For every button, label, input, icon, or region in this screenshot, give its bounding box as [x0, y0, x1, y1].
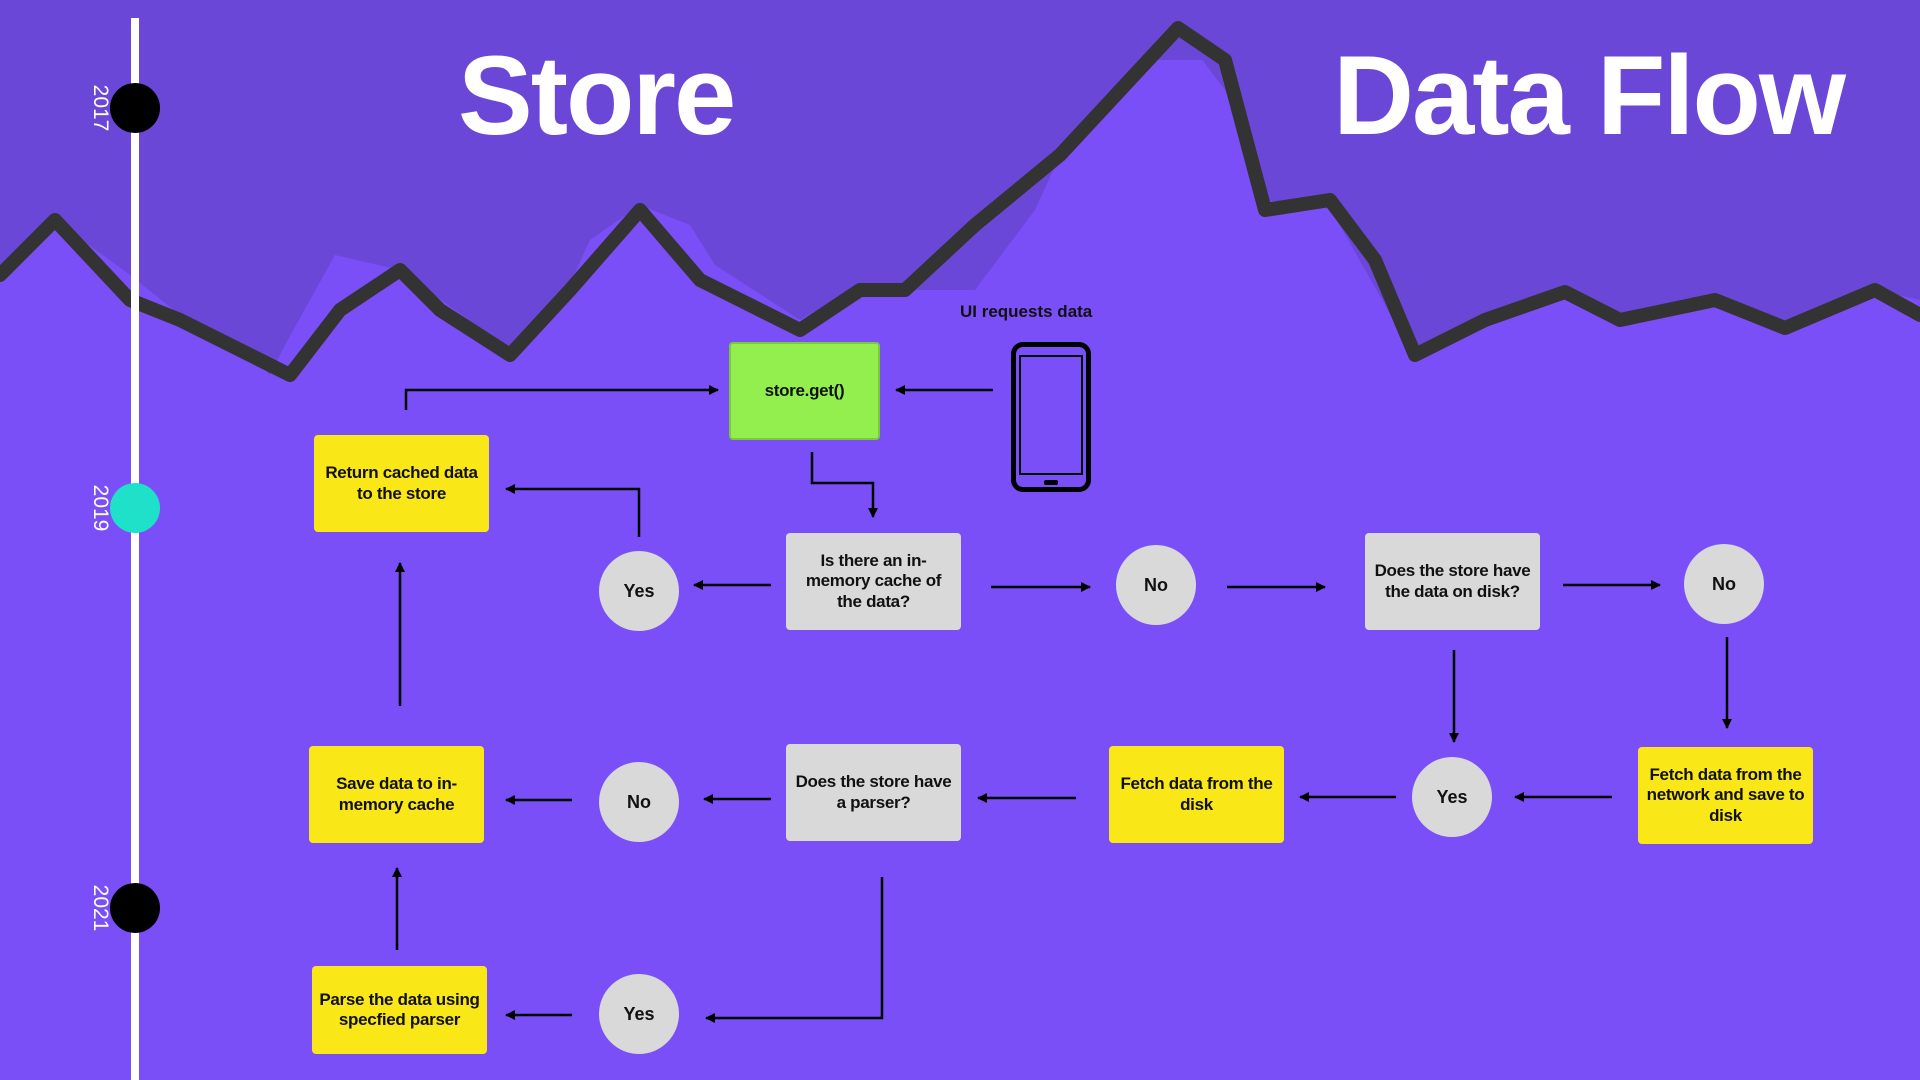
timeline-dot-2021 — [110, 883, 160, 933]
timeline-year-2017: 2017 — [89, 84, 112, 132]
fetch-disk-node: Fetch data from the disk — [1109, 746, 1284, 843]
no-disk-circle: No — [1684, 544, 1764, 624]
timeline-year-2019: 2019 — [89, 484, 112, 532]
return-cached-node: Return cached data to the store — [314, 435, 489, 532]
timeline-year-2021: 2021 — [89, 884, 112, 932]
title-data-flow: Data Flow — [1333, 33, 1846, 158]
fetch-network-node: Fetch data from the network and save to … — [1638, 747, 1813, 844]
mountain-fill — [0, 0, 1920, 375]
timeline-dot-2019 — [110, 483, 160, 533]
timeline-dot-2017 — [110, 83, 160, 133]
yes-disk-circle: Yes — [1412, 757, 1492, 837]
mountain-ridge-line — [0, 21, 1920, 382]
yes-cache-circle: Yes — [599, 551, 679, 631]
title-store: Store — [458, 33, 736, 158]
phone-icon — [1011, 342, 1091, 492]
timeline-line — [131, 18, 139, 1080]
no-cache-circle: No — [1116, 545, 1196, 625]
phone-screen — [1019, 355, 1083, 475]
save-memory-node: Save data to in-memory cache — [309, 746, 484, 843]
parser-decision: Does the store have a parser? — [786, 744, 961, 841]
ui-requests-caption: UI requests data — [960, 302, 1093, 321]
yes-parser-circle: Yes — [599, 974, 679, 1054]
disk-decision: Does the store have the data on disk? — [1365, 533, 1540, 630]
store-get-node: store.get() — [729, 342, 880, 440]
phone-home-button — [1044, 480, 1058, 485]
no-parser-circle: No — [599, 762, 679, 842]
parse-data-node: Parse the data using specfied parser — [312, 966, 487, 1054]
memory-cache-decision: Is there an in-memory cache of the data? — [786, 533, 961, 630]
